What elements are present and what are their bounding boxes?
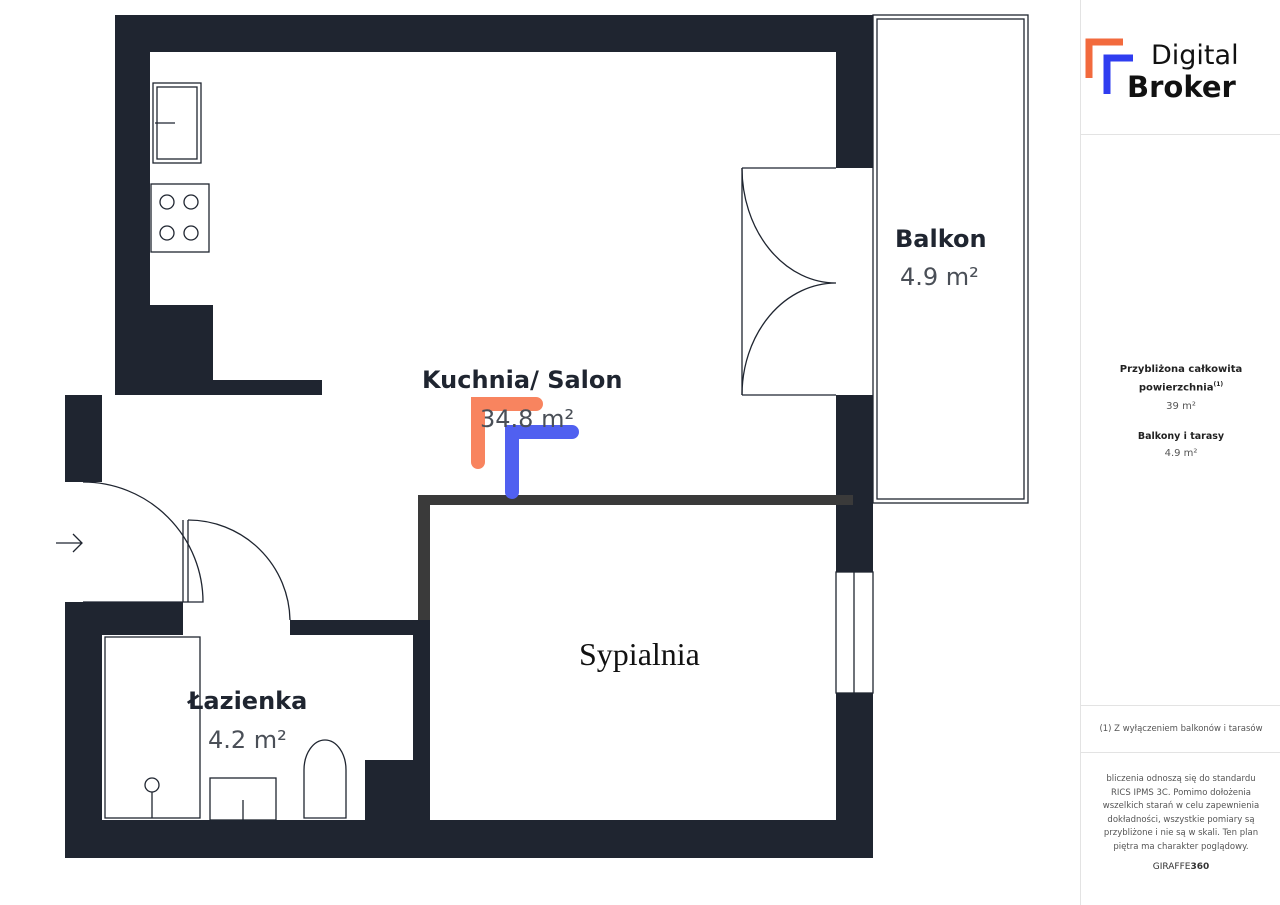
room-area-bathroom: 4.2 m² bbox=[208, 726, 287, 754]
credit: GIRAFFE360 bbox=[1152, 862, 1210, 872]
partitions bbox=[418, 495, 853, 620]
total-area-label: Przybliżona całkowita powierzchnia(1) bbox=[1119, 364, 1243, 394]
info-panel: Digital Broker Przybliżona całkowita pow… bbox=[1080, 0, 1280, 905]
walls bbox=[65, 15, 873, 858]
floor-plan bbox=[56, 14, 1029, 858]
total-area-value: 39 m² bbox=[1166, 401, 1196, 412]
room-area-kitchen: 34.8 m² bbox=[480, 405, 575, 433]
fixtures bbox=[56, 14, 1029, 821]
footnote: (1) Z wyłączeniem balkonów i tarasów bbox=[1099, 724, 1263, 734]
balcony-label: Balkony i tarasy bbox=[1137, 431, 1225, 442]
room-label-bedroom: Sypialnia bbox=[579, 636, 700, 672]
room-label-balcony: Balkon bbox=[895, 225, 987, 253]
watermark-logo bbox=[471, 397, 579, 499]
brand-logo: Digital Broker bbox=[1081, 30, 1280, 110]
balcony-value: 4.9 m² bbox=[1164, 448, 1198, 459]
brand-line2: Broker bbox=[1127, 70, 1236, 104]
room-label-kitchen: Kuchnia/ Salon bbox=[422, 366, 623, 394]
disclaimer: bliczenia odnoszą się do standardu RICS … bbox=[1102, 774, 1260, 852]
logo-mark-icon bbox=[1085, 38, 1133, 94]
brand-line1: Digital bbox=[1151, 40, 1239, 71]
room-label-bathroom: Łazienka bbox=[188, 687, 308, 715]
room-area-balcony: 4.9 m² bbox=[900, 263, 979, 291]
